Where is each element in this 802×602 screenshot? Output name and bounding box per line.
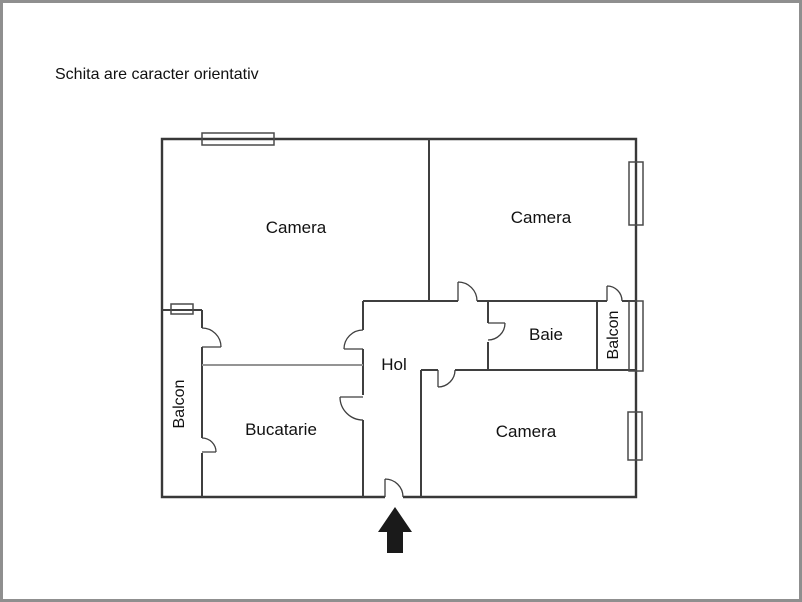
room-label-hol: Hol [381, 355, 407, 374]
windows [170, 132, 644, 461]
interior-walls [162, 139, 636, 497]
room-label-camera-top-left: Camera [265, 218, 327, 237]
door-hol-to-camera-bottom-right [437, 369, 456, 388]
room-label-bucatarie: Bucatarie [245, 420, 317, 439]
window-balcon-left [170, 303, 194, 315]
window-balcon-right [628, 300, 644, 372]
door-camera-to-balcon-right [606, 285, 623, 302]
door-baie [487, 322, 506, 341]
room-label-balcon-left: Balcon [171, 379, 188, 429]
entrance-arrow-icon [378, 507, 412, 553]
doors [201, 281, 623, 498]
outer-walls [160, 137, 638, 499]
door-hol-to-camera-top-left [343, 329, 364, 350]
room-label-balcon-right: Balcon [605, 310, 622, 360]
door-entrance [384, 478, 404, 498]
window-camera-top-right [628, 161, 644, 226]
room-label-baie: Baie [528, 325, 564, 344]
room-label-camera-bottom-right: Camera [495, 422, 557, 441]
window-camera-bottom-right [627, 411, 643, 461]
window-top-wall [201, 132, 275, 146]
door-hol-to-bucatarie [339, 396, 364, 421]
disclaimer-title: Schita are caracter orientativ [55, 66, 259, 83]
door-balcon-left-to-bucatarie [201, 437, 217, 453]
door-balcon-left-to-camera [201, 327, 222, 348]
room-label-camera-top-right: Camera [510, 208, 572, 227]
door-hol-to-camera-top-right [457, 281, 478, 302]
